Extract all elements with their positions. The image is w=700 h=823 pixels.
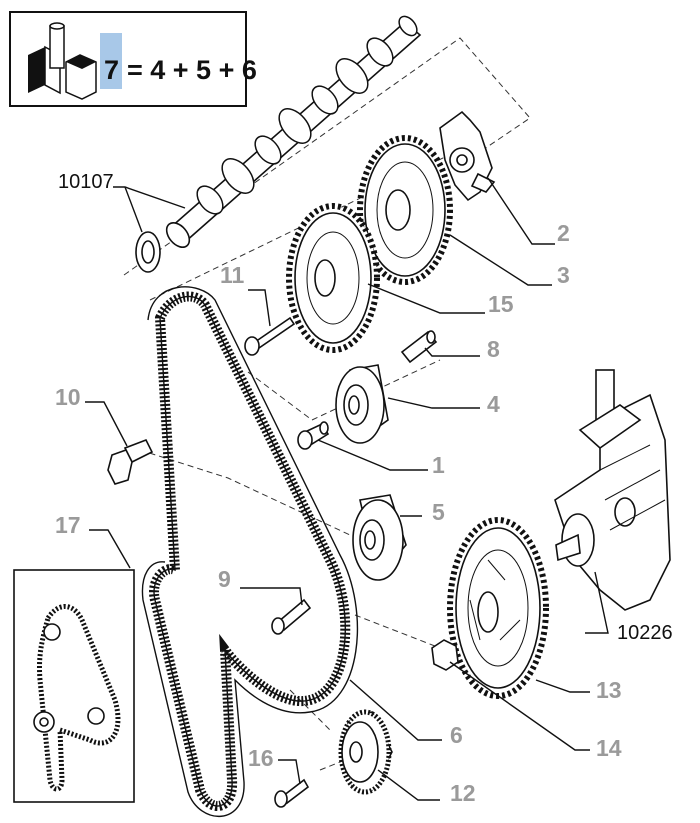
- crankshaft-pulley: [338, 709, 393, 795]
- callout-12: 12: [450, 780, 476, 806]
- bolt-11: [244, 316, 296, 356]
- callout-4: 4: [487, 391, 500, 417]
- bolt-16: [274, 778, 310, 808]
- callout-13: 13: [596, 677, 622, 703]
- camshaft-pulley: [357, 135, 453, 285]
- bolt-10: [107, 438, 154, 485]
- callout-10: 10: [55, 384, 81, 410]
- callout-10107: 10107: [58, 171, 114, 193]
- tensioner-pulley-5: [352, 494, 407, 581]
- idler-pulley-4: [335, 364, 389, 444]
- callout-5: 5: [432, 499, 445, 525]
- legend-box: 7 = 4 + 5 + 6: [9, 11, 257, 107]
- callout-11: 11: [220, 262, 245, 288]
- legend-highlight-number: 7: [104, 55, 119, 85]
- callout-16: 16: [248, 745, 274, 771]
- pump-pulley: [447, 517, 549, 699]
- timing-belt: [141, 286, 359, 817]
- callout-14: 14: [596, 735, 622, 761]
- callout-8: 8: [487, 336, 500, 362]
- callout-10226: 10226: [617, 622, 673, 644]
- highlight-swatch: [100, 33, 122, 89]
- camshaft: [135, 15, 422, 273]
- callout-6: 6: [450, 722, 463, 748]
- callout-labels: 10107 2 3 15 11 8 4 10 1 5 17 9 10226 13…: [55, 171, 673, 806]
- callout-17: 17: [55, 512, 81, 538]
- bolt-1: [297, 421, 330, 450]
- legend-equation: = 4 + 5 + 6: [127, 55, 257, 85]
- callout-1: 1: [432, 452, 445, 478]
- inset-belt-routing: [13, 569, 135, 803]
- injection-pump-pulley: [286, 203, 380, 353]
- sensor-bracket: [439, 110, 496, 202]
- kit-icon: [28, 22, 97, 100]
- high-pressure-pump: [554, 369, 671, 611]
- callout-3: 3: [557, 262, 570, 288]
- callout-9: 9: [218, 566, 231, 592]
- pin-8: [400, 330, 438, 364]
- callout-2: 2: [557, 220, 570, 246]
- callout-15: 15: [488, 291, 514, 317]
- leader-lines: [85, 177, 609, 801]
- bolt-9: [271, 598, 312, 635]
